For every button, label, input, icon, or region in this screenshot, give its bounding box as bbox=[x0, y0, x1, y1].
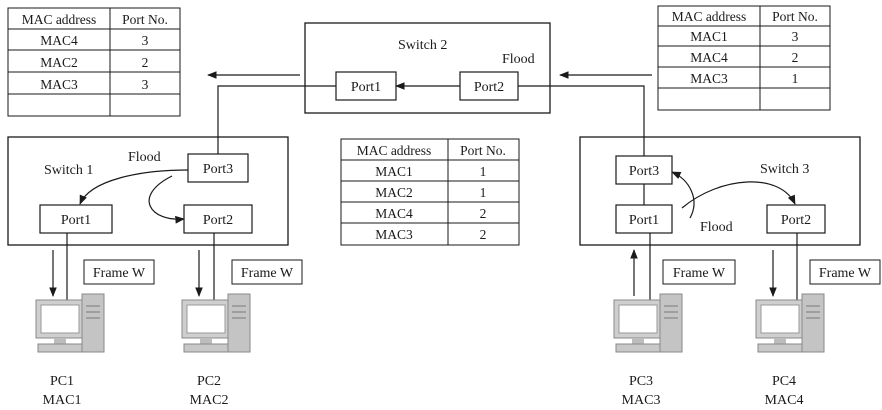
svg-text:MAC3: MAC3 bbox=[40, 77, 78, 92]
pc1-computer-icon bbox=[35, 293, 105, 353]
svg-text:Port2: Port2 bbox=[203, 213, 233, 228]
svg-text:MAC2: MAC2 bbox=[375, 185, 413, 200]
switch2-label: Switch 2 bbox=[398, 38, 447, 53]
svg-text:Port No.: Port No. bbox=[122, 12, 168, 27]
svg-text:2: 2 bbox=[480, 227, 487, 242]
frame-label-4: Frame W bbox=[809, 259, 881, 285]
pc1-name: PC1 bbox=[50, 374, 74, 389]
svg-text:MAC address: MAC address bbox=[22, 12, 97, 27]
svg-text:Port1: Port1 bbox=[351, 80, 381, 95]
switch1-port3: Port3 bbox=[187, 153, 249, 183]
pc3-computer-icon bbox=[613, 293, 683, 353]
switch3-label: Switch 3 bbox=[760, 162, 809, 177]
switch1-port1: Port1 bbox=[39, 204, 113, 234]
svg-text:MAC address: MAC address bbox=[357, 143, 432, 158]
svg-text:1: 1 bbox=[480, 164, 487, 179]
svg-text:Port1: Port1 bbox=[61, 213, 91, 228]
svg-text:1: 1 bbox=[480, 185, 487, 200]
pc1-mac: MAC1 bbox=[43, 393, 82, 408]
switch1-port2: Port2 bbox=[183, 204, 253, 234]
pc4-computer-icon bbox=[755, 293, 825, 353]
link-switch1-switch2 bbox=[217, 85, 336, 154]
switch1-label: Switch 1 bbox=[44, 163, 93, 178]
switch1-box bbox=[7, 136, 289, 246]
pc3-mac: MAC3 bbox=[622, 393, 661, 408]
svg-text:3: 3 bbox=[142, 77, 149, 92]
svg-text:MAC1: MAC1 bbox=[690, 29, 728, 44]
svg-text:Port2: Port2 bbox=[474, 80, 504, 95]
svg-text:MAC4: MAC4 bbox=[690, 50, 728, 65]
switch1-flood-label: Flood bbox=[128, 150, 161, 165]
pc2-name: PC2 bbox=[197, 374, 221, 389]
flood-arrow-switch3-port3 bbox=[671, 171, 695, 219]
frame-label-1: Frame W bbox=[83, 259, 155, 285]
switch3-port1: Port1 bbox=[615, 204, 673, 234]
flood-arrow-switch1-port2 bbox=[148, 175, 185, 224]
svg-text:MAC3: MAC3 bbox=[375, 227, 413, 242]
pc2-computer-icon bbox=[181, 293, 251, 353]
switch3-port2: Port2 bbox=[766, 204, 826, 234]
svg-text:MAC4: MAC4 bbox=[375, 206, 413, 221]
svg-text:2: 2 bbox=[792, 50, 799, 65]
mac-table-switch2: MAC address Port No. MAC1 1 MAC2 1 MAC4 … bbox=[340, 138, 520, 246]
flood-arrow-switch1-port1 bbox=[79, 169, 189, 205]
pc2-mac: MAC2 bbox=[190, 393, 229, 408]
svg-text:Port1: Port1 bbox=[629, 213, 659, 228]
svg-text:Port2: Port2 bbox=[781, 213, 811, 228]
svg-text:3: 3 bbox=[142, 33, 149, 48]
frame-label-3: Frame W bbox=[662, 259, 736, 285]
svg-text:Frame W: Frame W bbox=[673, 266, 726, 281]
switch3-flood-label: Flood bbox=[700, 220, 733, 235]
svg-text:Port No.: Port No. bbox=[460, 143, 506, 158]
svg-text:Frame W: Frame W bbox=[819, 266, 872, 281]
svg-text:2: 2 bbox=[480, 206, 487, 221]
switch2-flood-label: Flood bbox=[502, 52, 535, 67]
flood-arrow-switch3-port2 bbox=[681, 181, 796, 209]
svg-text:Port No.: Port No. bbox=[772, 9, 818, 24]
pc3-name: PC3 bbox=[629, 374, 653, 389]
pc4-name: PC4 bbox=[772, 374, 796, 389]
svg-text:Frame W: Frame W bbox=[93, 266, 146, 281]
mac-table-switch1: MAC address Port No. MAC4 3 MAC2 2 MAC3 … bbox=[7, 7, 181, 117]
mac-table-switch3: MAC address Port No. MAC1 3 MAC4 2 MAC3 … bbox=[657, 5, 831, 111]
svg-text:Port3: Port3 bbox=[629, 164, 659, 179]
switch2-port1: Port1 bbox=[335, 71, 397, 101]
pc4-mac: MAC4 bbox=[765, 393, 804, 408]
svg-text:MAC2: MAC2 bbox=[40, 55, 78, 70]
link-switch2-switch3 bbox=[518, 85, 645, 156]
svg-text:MAC address: MAC address bbox=[672, 9, 747, 24]
switch3-port3: Port3 bbox=[615, 155, 673, 185]
svg-text:MAC3: MAC3 bbox=[690, 71, 728, 86]
svg-text:2: 2 bbox=[142, 55, 149, 70]
svg-text:Frame W: Frame W bbox=[241, 266, 294, 281]
switch3-box bbox=[579, 136, 861, 246]
switch2-box bbox=[304, 22, 551, 114]
svg-text:Port3: Port3 bbox=[203, 162, 233, 177]
frame-label-2: Frame W bbox=[231, 259, 303, 285]
svg-text:MAC4: MAC4 bbox=[40, 33, 78, 48]
svg-text:MAC1: MAC1 bbox=[375, 164, 413, 179]
svg-text:3: 3 bbox=[792, 29, 799, 44]
switch2-port2: Port2 bbox=[459, 71, 519, 101]
svg-text:1: 1 bbox=[792, 71, 799, 86]
